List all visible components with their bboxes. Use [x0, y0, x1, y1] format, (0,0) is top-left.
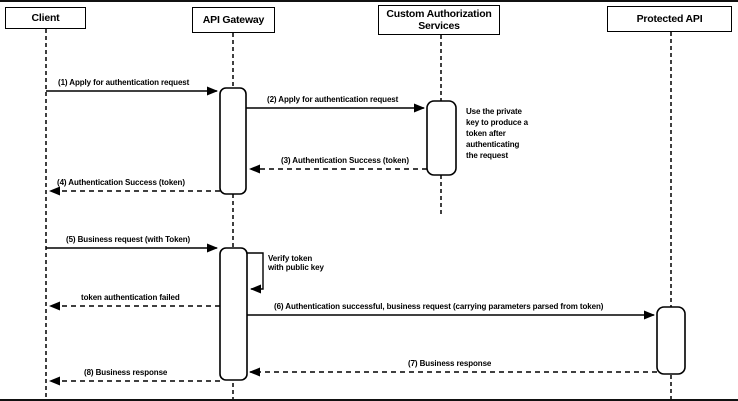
- protected-api-activation: [656, 306, 686, 375]
- message-5-label: (5) Business request (with Token): [66, 235, 191, 244]
- message-7-label: (7) Business response: [408, 359, 492, 368]
- message-6-label: (6) Authentication successful, business …: [274, 302, 604, 311]
- verify-token-line-2: with public key: [268, 263, 324, 272]
- participant-custom-auth-label: Custom Authorization Services: [386, 7, 492, 32]
- note-line-1: Use the private: [466, 107, 522, 116]
- participant-client-label: Client: [31, 11, 60, 24]
- note-private-key: Use the private key to produce a token a…: [466, 106, 528, 161]
- api-gateway-activation-1: [219, 87, 247, 195]
- participant-client: Client: [5, 7, 86, 29]
- api-gateway-activation-2: [219, 247, 248, 381]
- note-line-4: authenticating: [466, 140, 520, 149]
- participant-protected-api-label: Protected API: [636, 12, 703, 25]
- note-line-3: token after: [466, 129, 506, 138]
- message-8-label: (8) Business response: [84, 368, 168, 377]
- note-line-5: the request: [466, 151, 509, 160]
- message-4-label: (4) Authentication Success (token): [57, 178, 185, 187]
- self-message-verify-token-arrow: [247, 252, 264, 294]
- message-1-label: (1) Apply for authentication request: [58, 78, 190, 87]
- message-token-failed-label: token authentication failed: [81, 293, 180, 302]
- participant-api-gateway: API Gateway: [192, 7, 275, 33]
- custom-auth-activation: [426, 100, 457, 176]
- message-2-label: (2) Apply for authentication request: [267, 95, 399, 104]
- participant-api-gateway-label: API Gateway: [202, 13, 265, 26]
- participant-protected-api: Protected API: [607, 6, 732, 32]
- message-3-label: (3) Authentication Success (token): [281, 156, 409, 165]
- verify-token-line-1: Verify token: [268, 254, 313, 263]
- note-line-2: key to produce a: [466, 118, 528, 127]
- self-message-verify-token-label: Verify token with public key: [268, 254, 324, 272]
- participant-custom-auth: Custom Authorization Services: [378, 5, 500, 35]
